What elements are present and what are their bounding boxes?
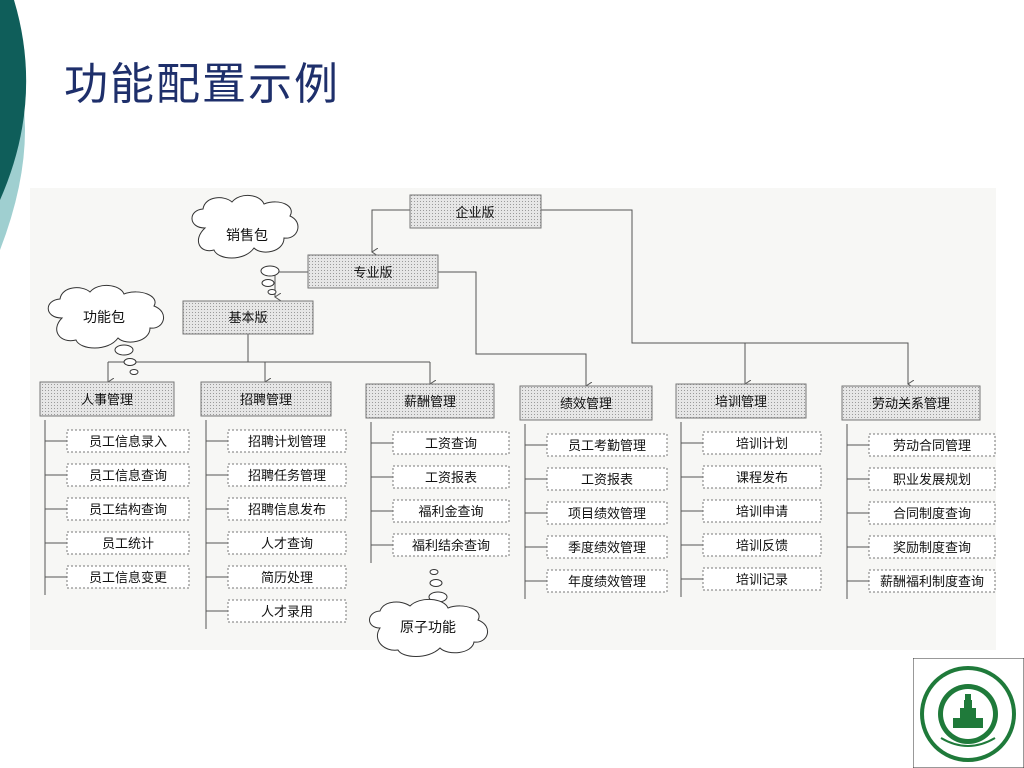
module-item: 工资报表 [525, 467, 668, 491]
module-item-label: 培训反馈 [736, 538, 788, 554]
module-header: 人事管理 [39, 381, 175, 417]
module-item-label: 员工信息录入 [89, 434, 167, 450]
module-item: 工资报表 [371, 465, 510, 489]
edition-basic: 基本版 [182, 300, 314, 335]
module-item-label: 招聘任务管理 [248, 468, 326, 484]
module-item-label: 人才查询 [261, 537, 313, 552]
module-item-label: 培训计划 [736, 436, 788, 452]
module-item: 薪酬福利制度查询 [847, 569, 996, 593]
module-item: 招聘信息发布 [206, 497, 347, 521]
module-item-label: 员工考勤管理 [568, 439, 646, 454]
cloud-function-pack-label: 功能包 [83, 310, 125, 326]
module-header-label: 招聘管理 [240, 393, 292, 408]
module-item-label: 培训记录 [736, 572, 788, 588]
module-item: 课程发布 [681, 465, 822, 489]
module-item-label: 年度绩效管理 [568, 574, 646, 590]
module-item: 员工结构查询 [45, 497, 190, 521]
module-item-label: 福利结余查询 [412, 538, 490, 554]
module-header: 培训管理 [675, 383, 807, 419]
module-item: 培训计划 [681, 431, 822, 455]
module-item: 劳动合同管理 [847, 433, 996, 457]
module-header: 薪酬管理 [365, 383, 495, 419]
cloud-atomic-function [369, 569, 488, 657]
module-item: 人才录用 [206, 599, 347, 623]
module-header: 劳动关系管理 [841, 385, 981, 421]
module-item: 福利结余查询 [371, 533, 510, 557]
module-header-label: 培训管理 [715, 394, 767, 410]
module-item-label: 工资查询 [425, 437, 477, 452]
edition-enterprise: 企业版 [409, 194, 542, 229]
module-item: 培训记录 [681, 567, 822, 591]
module-item: 季度绩效管理 [525, 535, 668, 559]
module-item-label: 薪酬福利制度查询 [880, 574, 984, 590]
module-item-label: 员工统计 [102, 537, 154, 552]
corner-decoration [0, 0, 27, 250]
module-item: 员工信息变更 [45, 565, 190, 589]
cloud-function-pack [47, 285, 164, 375]
module-item-label: 人才录用 [261, 605, 313, 620]
module-item-label: 福利金查询 [418, 504, 483, 520]
slide-title: 功能配置示例 [64, 59, 340, 110]
module-item: 工资查询 [371, 431, 510, 455]
module-item-label: 工资报表 [425, 471, 477, 486]
module-item-label: 季度绩效管理 [568, 540, 646, 556]
module-item-label: 职业发展规划 [893, 472, 971, 488]
module-item: 项目绩效管理 [525, 501, 668, 525]
module-item-label: 招聘计划管理 [248, 435, 326, 450]
module-item: 培训申请 [681, 499, 822, 523]
module-item-label: 简历处理 [261, 570, 313, 586]
module-item-label: 员工信息查询 [89, 468, 167, 484]
module-columns: 人事管理员工信息录入员工信息查询员工结构查询员工统计员工信息变更招聘管理招聘计划… [39, 381, 996, 629]
module-item: 招聘计划管理 [206, 429, 347, 453]
module-item: 合同制度查询 [847, 501, 996, 525]
module-item: 职业发展规划 [847, 467, 996, 491]
module-item-label: 合同制度查询 [893, 506, 971, 522]
cloud-sales-pack [191, 195, 299, 295]
module-header-label: 薪酬管理 [404, 395, 456, 410]
svg-text:企业版: 企业版 [455, 205, 494, 221]
module-item: 福利金查询 [371, 499, 510, 523]
module-item-label: 培训申请 [736, 504, 788, 520]
module-item-label: 奖励制度查询 [893, 540, 971, 556]
module-item-label: 招聘信息发布 [248, 502, 326, 518]
module-item: 培训反馈 [681, 533, 822, 557]
module-item-label: 员工信息变更 [89, 570, 167, 586]
svg-text:专业版: 专业版 [353, 266, 392, 281]
module-item: 员工信息录入 [45, 429, 190, 453]
module-header: 招聘管理 [200, 381, 332, 417]
diagram-area [30, 188, 996, 650]
module-item-label: 项目绩效管理 [568, 507, 646, 522]
module-item: 员工考勤管理 [525, 433, 668, 457]
module-item-label: 员工结构查询 [89, 503, 167, 518]
module-header-label: 人事管理 [81, 393, 133, 408]
module-item: 奖励制度查询 [847, 535, 996, 559]
module-header-label: 绩效管理 [560, 397, 612, 412]
sun-yat-sen-university-logo [913, 658, 1024, 768]
module-item: 招聘任务管理 [206, 463, 347, 487]
svg-text:基本版: 基本版 [228, 311, 267, 326]
module-item-label: 工资报表 [581, 473, 633, 488]
module-header-label: 劳动关系管理 [872, 396, 950, 412]
module-item-label: 课程发布 [736, 470, 788, 486]
cloud-atomic-function-label: 原子功能 [400, 620, 456, 636]
module-item: 员工信息查询 [45, 463, 190, 487]
edition-professional: 专业版 [307, 254, 439, 289]
module-item: 简历处理 [206, 565, 347, 589]
module-header: 绩效管理 [519, 385, 653, 421]
module-item: 员工统计 [45, 531, 190, 555]
cloud-sales-pack-label: 销售包 [226, 228, 268, 244]
module-item: 人才查询 [206, 531, 347, 555]
module-item: 年度绩效管理 [525, 569, 668, 593]
module-item-label: 劳动合同管理 [893, 438, 971, 454]
